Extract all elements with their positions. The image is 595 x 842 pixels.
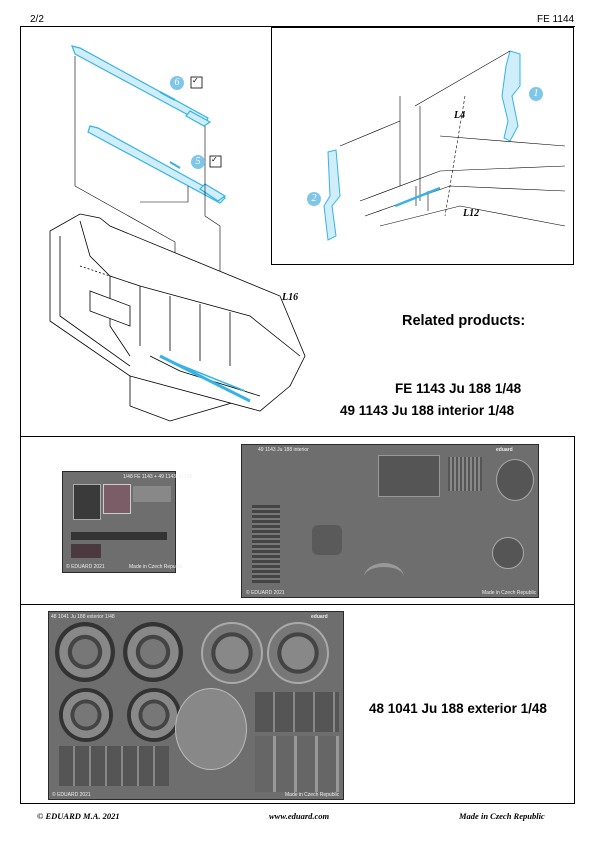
fret-491143-arc <box>364 563 404 591</box>
fret-481041-doors <box>255 736 339 792</box>
fret-491143-round <box>496 459 534 501</box>
instruction-code: FE 1144 <box>537 14 575 25</box>
exterior-row-frame <box>20 604 575 804</box>
fret-481041-title: 48 1041 Ju 188 exterior 1/48 <box>51 614 115 620</box>
fret-fe1143-made: Made in Czech Republic <box>129 564 184 570</box>
label-l12: L12 <box>463 208 480 219</box>
footer-copyright: © EDUARD M.A. 2021 <box>37 811 120 821</box>
fret-491143: 49 1143 Ju 188 interior eduard © EDUARD … <box>241 444 539 598</box>
callout-2: 2 <box>311 193 317 204</box>
fret-481041-disc <box>175 688 247 770</box>
fret-fe1143-copyright: © EDUARD 2021 <box>66 564 105 570</box>
bend-box-6 <box>190 76 203 89</box>
fret-481041-wheel-3 <box>59 688 113 742</box>
callout-5: 5 <box>195 156 201 167</box>
part-1-drawing <box>501 50 521 142</box>
fret-481041-panels <box>255 692 339 732</box>
callout-6-bubble <box>170 76 184 90</box>
assembly-diagram-left <box>49 45 566 422</box>
fret-481041-wheel-1 <box>55 622 115 682</box>
cockpit-part-drawing <box>49 213 306 422</box>
detail-blue-strip <box>394 186 441 208</box>
label-l16: L16 <box>282 292 299 303</box>
bend-box-5 <box>209 155 222 168</box>
fret-491143-title: 49 1143 Ju 188 interior <box>258 447 309 453</box>
header-rule <box>20 26 575 27</box>
fret-491143-dial <box>492 537 524 569</box>
part-6-drawing <box>71 45 212 127</box>
left-border <box>20 26 21 436</box>
fret-481041-copyright: © EDUARD 2021 <box>52 792 91 798</box>
related-product-2: 49 1143 Ju 188 interior 1/48 <box>340 403 515 418</box>
footer-website[interactable]: www.eduard.com <box>269 811 330 821</box>
part-5-drawing <box>87 125 227 204</box>
fret-481041-wheel-4 <box>127 688 181 742</box>
part-2-drawing <box>323 149 341 241</box>
fret-481041-hub-2 <box>267 622 329 684</box>
fret-fe1143-colored-panel <box>103 484 131 514</box>
footer-made-in: Made in Czech Republic <box>459 811 545 821</box>
fret-fe1143-strip <box>71 532 167 540</box>
callout-2-bubble <box>307 192 321 206</box>
callout-1-bubble <box>529 87 543 101</box>
callout-6: 6 <box>174 77 180 88</box>
detail-frame <box>271 27 574 265</box>
fret-fe1143-colored-strip <box>71 544 101 558</box>
fret-481041-brand: eduard <box>311 614 328 620</box>
blue-strips <box>159 354 251 403</box>
fret-491143-strip-panel <box>252 505 280 583</box>
detail-structure <box>339 50 566 227</box>
fret-491143-grille <box>448 457 482 491</box>
callout-1: 1 <box>533 88 539 99</box>
fret-491143-instrument <box>378 455 440 497</box>
fret-fe1143-panel <box>73 484 101 520</box>
fret-481041-made: Made in Czech Republic <box>285 792 340 798</box>
bend-mark-6: ✓ <box>192 76 199 85</box>
fret-fe1143: 1/48 FE 1143 + 49 1143 Ju 188 © EDUARD 2… <box>62 471 192 573</box>
fret-481041: 48 1041 Ju 188 exterior 1/48 eduard © ED… <box>48 611 344 800</box>
related-products-title: Related products: <box>402 313 526 329</box>
callout-5-bubble <box>191 155 205 169</box>
fret-481041-hub-1 <box>201 622 263 684</box>
fret-481041-wheel-2 <box>123 622 183 682</box>
fret-481041-grid <box>59 746 169 786</box>
bend-mark-5: ✓ <box>211 155 218 164</box>
page-number: 2/2 <box>30 14 44 25</box>
related-product-3: 48 1041 Ju 188 exterior 1/48 <box>369 701 547 716</box>
fret-491143-brand: eduard <box>496 447 513 453</box>
related-product-1: FE 1143 Ju 188 1/48 <box>395 381 522 396</box>
fret-fe1143-title: 1/48 FE 1143 + 49 1143 Ju 188 <box>123 474 193 480</box>
fret-491143-copyright: © EDUARD 2021 <box>246 590 285 596</box>
fret-491143-seat <box>312 525 342 555</box>
fret-fe1143-block <box>133 486 171 502</box>
fret-491143-made: Made in Czech Republic <box>482 590 537 596</box>
label-l4: L4 <box>454 110 466 121</box>
